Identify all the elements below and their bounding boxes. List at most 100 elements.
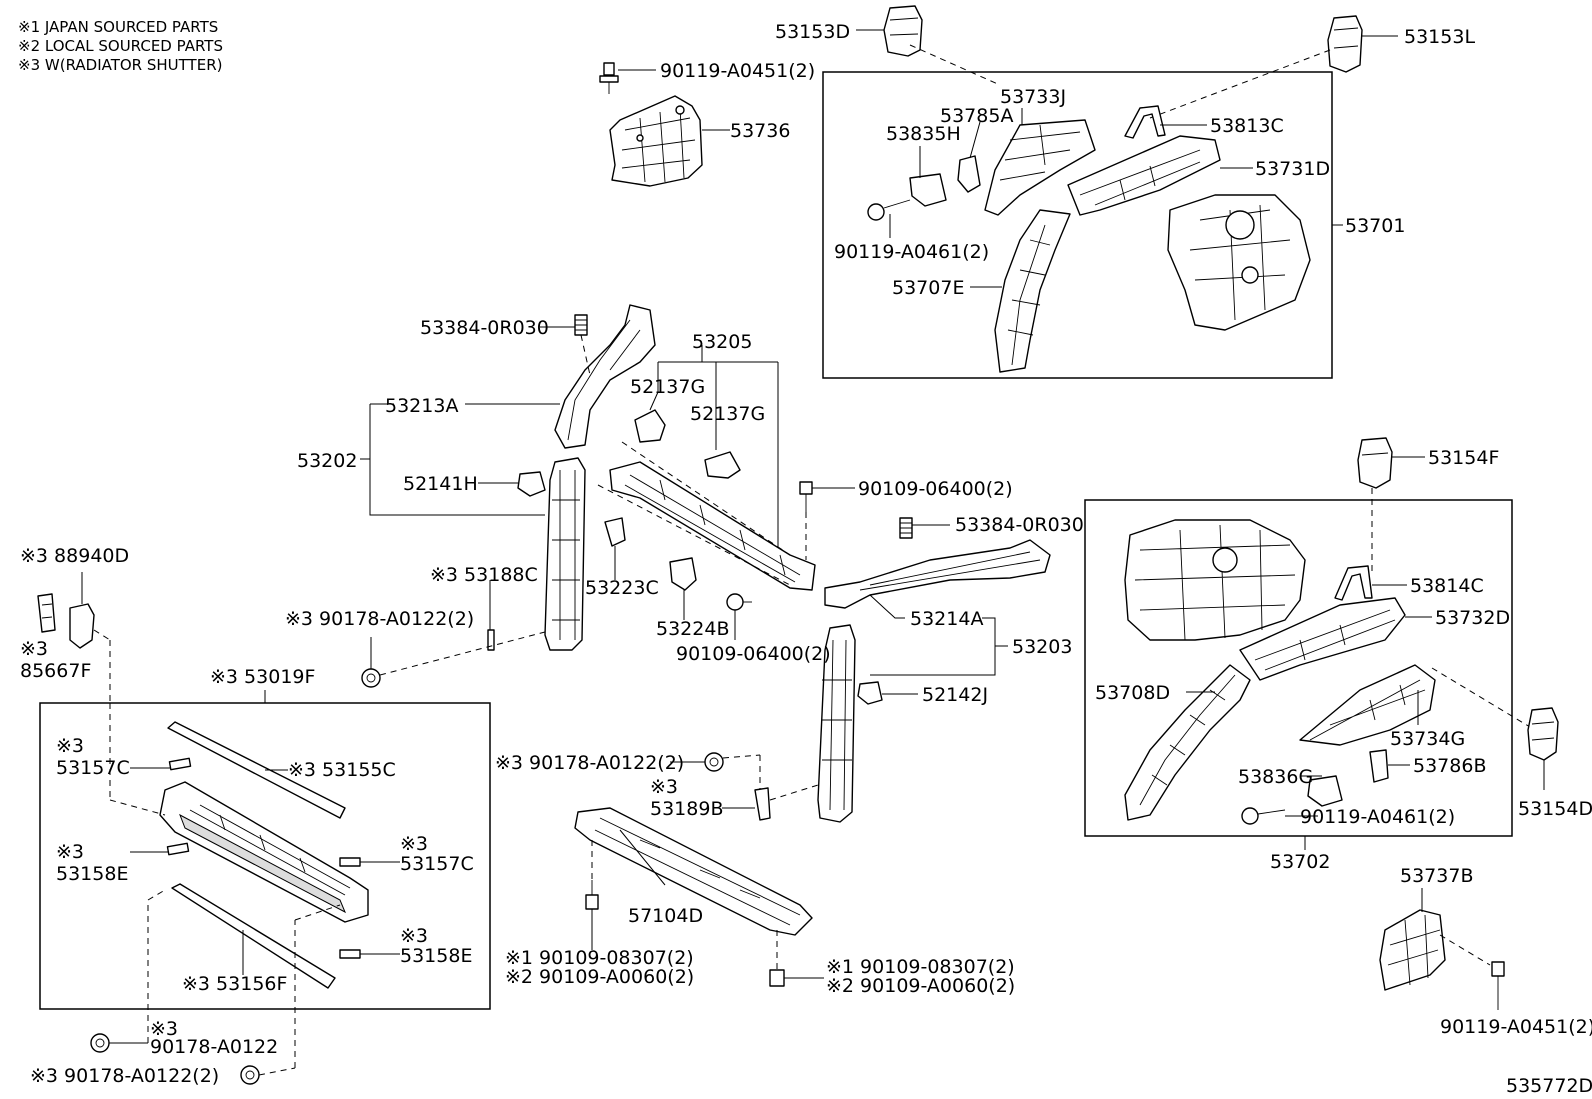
bolt-90119-a0451-top — [599, 62, 619, 94]
part-53202-pillar — [544, 457, 586, 651]
part-88940D-shape — [69, 603, 95, 649]
label-53223C: 53223C — [585, 577, 659, 599]
label-53786B: 53786B — [1413, 755, 1486, 777]
label-52142J: 52142J — [922, 684, 988, 706]
nut-90178-a0122-b — [704, 752, 724, 772]
part-53733J-shape — [984, 119, 1096, 216]
label-90178-a0122-c-mark: ※3 — [150, 1018, 178, 1040]
bolt-90119-a0451-bottom — [1491, 961, 1505, 1010]
part-53019F-shutter — [159, 781, 369, 923]
label-53707E: 53707E — [892, 277, 964, 299]
label-53188C: ※3 53188C — [430, 564, 538, 586]
label-90178-a0122-a: ※3 90178-A0122(2) — [285, 608, 474, 630]
label-90178-a0122-b: ※3 90178-A0122(2) — [495, 752, 684, 774]
label-53836G: 53836G — [1238, 766, 1313, 788]
label-90109-a0060-a: ※2 90109-A0060(2) — [505, 966, 694, 988]
label-90109-06400-b: 90109-06400(2) — [676, 643, 831, 665]
label-53154F: 53154F — [1428, 447, 1499, 469]
label-53702: 53702 — [1270, 851, 1330, 873]
part-53154D-shape — [1527, 707, 1559, 761]
nut-90178-a0122-a — [361, 668, 381, 688]
part-53736-shape — [609, 95, 703, 187]
bolt-90119-a0461-bottom — [1241, 807, 1286, 825]
part-53707E-shape — [994, 209, 1071, 373]
label-53736: 53736 — [730, 120, 790, 142]
label-53733J: 53733J — [1000, 86, 1066, 108]
label-90109-08307-b: ※1 90109-08307(2) — [826, 956, 1015, 978]
label-53158E-a-mark: ※3 — [56, 841, 84, 863]
label-53384-0r030-b: 53384-0R030 — [955, 514, 1084, 536]
label-53835H: 53835H — [886, 123, 961, 145]
label-53202: 53202 — [297, 450, 357, 472]
part-53734G-shape — [1299, 664, 1436, 746]
part-53158E-b-shape — [339, 949, 361, 959]
part-53214A-shape — [824, 539, 1051, 609]
label-53785A: 53785A — [940, 105, 1013, 127]
part-53155C-shape — [167, 721, 346, 819]
label-53153L: 53153L — [1404, 26, 1475, 48]
part-53384-0r030-a — [574, 314, 588, 336]
label-53158E-b: 53158E — [400, 945, 472, 967]
label-53814C: 53814C — [1410, 575, 1484, 597]
label-53384-0r030-a: 53384-0R030 — [420, 317, 549, 339]
label-90109-08307-a: ※1 90109-08307(2) — [505, 947, 694, 969]
label-53224B: 53224B — [656, 618, 729, 640]
label-53157C-b-mark: ※3 — [400, 833, 428, 855]
label-85667F-mark: ※3 — [20, 638, 48, 660]
part-53156F-shape — [171, 883, 336, 989]
part-53203-pillar — [817, 624, 856, 823]
part-53384-0r030-b — [899, 517, 913, 539]
label-53203: 53203 — [1012, 636, 1072, 658]
part-52142J-shape — [857, 681, 883, 705]
group-box-53702 — [1084, 499, 1513, 837]
part-53813C-shape — [1124, 105, 1166, 139]
label-90178-a0122-d: ※3 90178-A0122(2) — [30, 1065, 219, 1087]
label-53154D: 53154D — [1518, 798, 1592, 820]
label-53813C: 53813C — [1210, 115, 1284, 137]
label-53158E-b-mark: ※3 — [400, 925, 428, 947]
label-88940D: ※3 88940D — [20, 545, 129, 567]
part-53157C-a-shape — [168, 757, 192, 771]
part-53188C-shape — [487, 629, 495, 651]
part-53836G-shape — [1307, 775, 1343, 807]
label-53737B: 53737B — [1400, 865, 1473, 887]
part-53814C-shape — [1334, 565, 1373, 601]
label-53157C-a: 53157C — [56, 757, 130, 779]
part-53835H-shape — [909, 173, 947, 207]
part-52137G-b-shape — [704, 451, 741, 479]
part-53224B-shape — [669, 557, 697, 591]
label-53732D: 53732D — [1435, 607, 1510, 629]
part-53154F-shape — [1357, 437, 1393, 489]
label-53157C-a-mark: ※3 — [56, 735, 84, 757]
label-90119-a0461-bottom: 90119-A0461(2) — [1300, 806, 1455, 828]
nut-90178-a0122-d — [240, 1065, 260, 1085]
part-53785A-shape — [957, 155, 981, 193]
part-53158E-a-shape — [166, 842, 190, 856]
part-53702-wheelhouse — [1124, 519, 1306, 641]
note-radiator-shutter: ※3 W(RADIATOR SHUTTER) — [18, 56, 222, 74]
note-local-sourced: ※2 LOCAL SOURCED PARTS — [18, 37, 223, 55]
part-53223C-shape — [604, 517, 626, 547]
label-52137G-a: 52137G — [630, 376, 705, 398]
part-53701-shape — [1167, 194, 1311, 331]
label-53734G: 53734G — [1390, 728, 1465, 750]
bolt-90119-a0461-top — [867, 199, 911, 221]
part-53153D-shape — [883, 5, 923, 57]
bolt-90109-08307-a — [585, 880, 599, 910]
note-japan-sourced: ※1 JAPAN SOURCED PARTS — [18, 18, 218, 36]
bolt-90109-08307-b — [769, 969, 785, 987]
part-53157C-b-shape — [339, 857, 361, 867]
part-53731D-shape — [1067, 135, 1221, 216]
label-90119-a0451-top: 90119-A0451(2) — [660, 60, 815, 82]
label-53213A: 53213A — [385, 395, 458, 417]
label-52137G-b: 52137G — [690, 403, 765, 425]
part-53708D-shape — [1124, 664, 1251, 821]
label-85667F: 85667F — [20, 660, 91, 682]
part-53786B-shape — [1369, 749, 1389, 783]
label-53205: 53205 — [692, 331, 752, 353]
label-90119-a0461-top: 90119-A0461(2) — [834, 241, 989, 263]
part-53153L-shape — [1327, 15, 1363, 73]
part-52137G-a-shape — [634, 409, 666, 443]
label-53701: 53701 — [1345, 215, 1405, 237]
